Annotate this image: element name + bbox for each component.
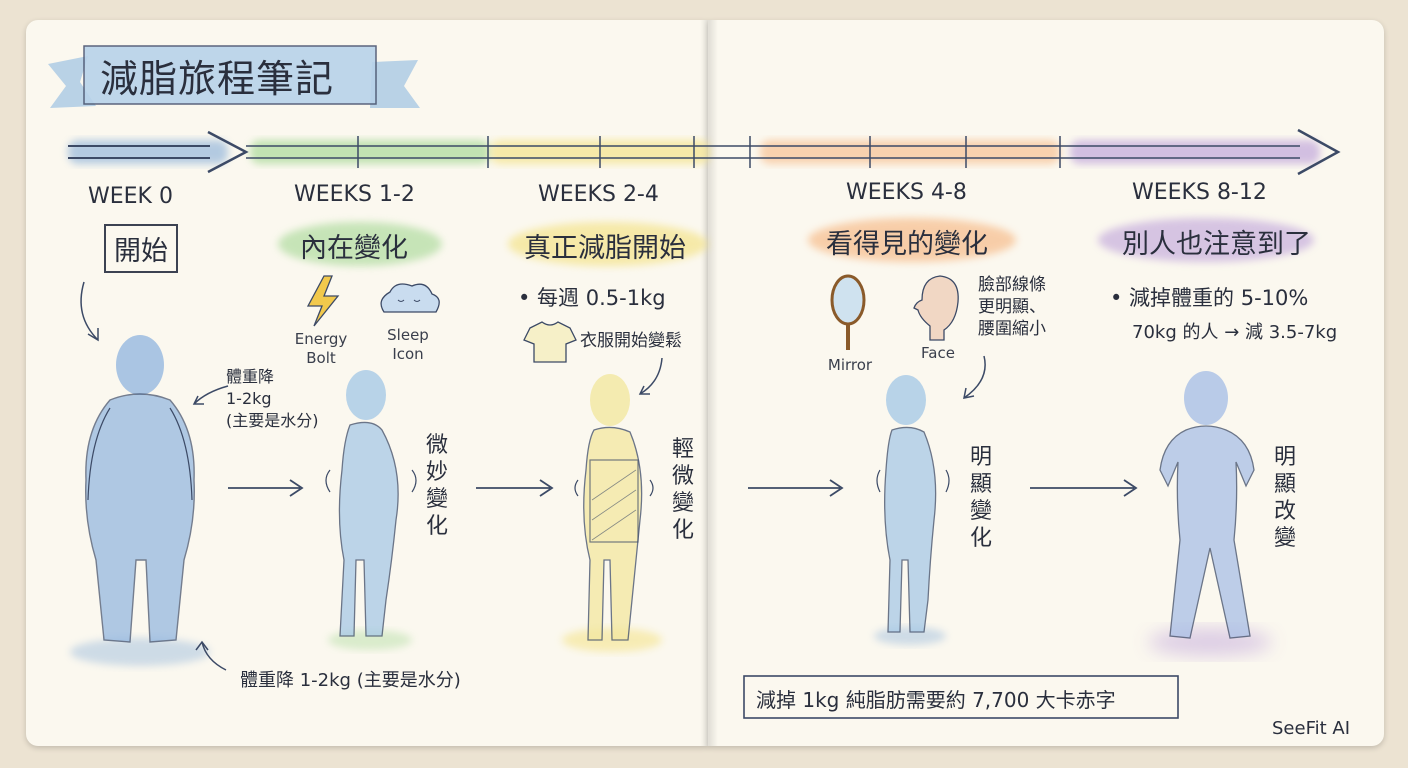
- calorie-note: 減掉 1kg 純脂肪需要約 7,700 大卡赤字: [756, 688, 1116, 712]
- energy-caption-line2: Bolt: [306, 349, 336, 367]
- page-title: 減脂旅程筆記: [100, 57, 335, 101]
- week-label-4: WEEKS 8-12: [1132, 180, 1267, 205]
- week2-vertical: 輕微變化: [671, 437, 694, 543]
- week4-note-line3: 腰圍縮小: [978, 319, 1046, 339]
- stage-title-4: 別人也注意到了: [1122, 229, 1311, 260]
- progress-arrows: [228, 479, 1138, 497]
- week4-note-line1: 臉部線條: [978, 275, 1046, 295]
- figure-week0: [70, 335, 210, 666]
- lightning-icon: [306, 275, 340, 327]
- week4-note-line2: 更明顯、: [978, 297, 1046, 317]
- week4-note: 臉部線條 更明顯、 腰圍縮小: [978, 274, 1046, 340]
- stage-title-3: 看得見的變化: [826, 229, 988, 260]
- title-ribbon: [48, 45, 420, 108]
- energy-caption: Energy Bolt: [290, 330, 352, 368]
- face-caption: Face: [921, 344, 955, 362]
- week4-vertical: 明顯變化: [969, 445, 992, 551]
- book-gutter: [700, 20, 718, 746]
- timeline: [68, 128, 1341, 176]
- figure-week8: [1148, 371, 1272, 656]
- sleep-caption-line2: Icon: [392, 345, 424, 363]
- week2-clothes: 衣服開始變鬆: [580, 331, 682, 351]
- week0-note: 體重降 1-2kg (主要是水分): [226, 366, 319, 432]
- week1-vertical: 微妙變化: [425, 433, 448, 539]
- week0-note-line1: 體重降: [226, 367, 275, 386]
- week-label-1: WEEKS 1-2: [294, 182, 415, 207]
- mirror-caption: Mirror: [827, 356, 873, 374]
- figure-week1: [325, 370, 417, 650]
- bottom-note: 體重降 1-2kg (主要是水分): [240, 670, 461, 691]
- mirror-icon: [830, 274, 866, 350]
- stage-title-2: 真正減脂開始: [524, 233, 686, 264]
- sleep-caption: Sleep Icon: [380, 326, 436, 364]
- week0-note-line3: (主要是水分): [226, 411, 319, 430]
- week0-note-line2: 1-2kg: [226, 389, 272, 408]
- face-icon: [913, 275, 959, 341]
- week-label-0: WEEK 0: [88, 184, 173, 209]
- calorie-box: [743, 675, 1179, 719]
- week8-example: 70kg 的人 → 減 3.5-7kg: [1132, 322, 1338, 343]
- cloud-icon: [380, 283, 440, 313]
- energy-caption-line1: Energy: [294, 330, 348, 348]
- tshirt-icon: [523, 321, 577, 363]
- week8-vertical: 明顯改變: [1273, 445, 1296, 551]
- week2-bullet: • 每週 0.5-1kg: [518, 286, 666, 310]
- week-label-2: WEEKS 2-4: [538, 182, 659, 207]
- stage-title-0: 開始: [104, 224, 178, 273]
- stage-title-1: 內在變化: [300, 233, 408, 264]
- sleep-caption-line1: Sleep: [387, 326, 429, 344]
- pointer-arrows: [80, 281, 986, 671]
- week-label-3: WEEKS 4-8: [846, 180, 967, 205]
- brand-label: SeeFit AI: [1272, 718, 1351, 739]
- figure-week4: [874, 375, 950, 645]
- figure-week2: [562, 374, 662, 652]
- week8-bullet: • 減掉體重的 5-10%: [1110, 286, 1309, 310]
